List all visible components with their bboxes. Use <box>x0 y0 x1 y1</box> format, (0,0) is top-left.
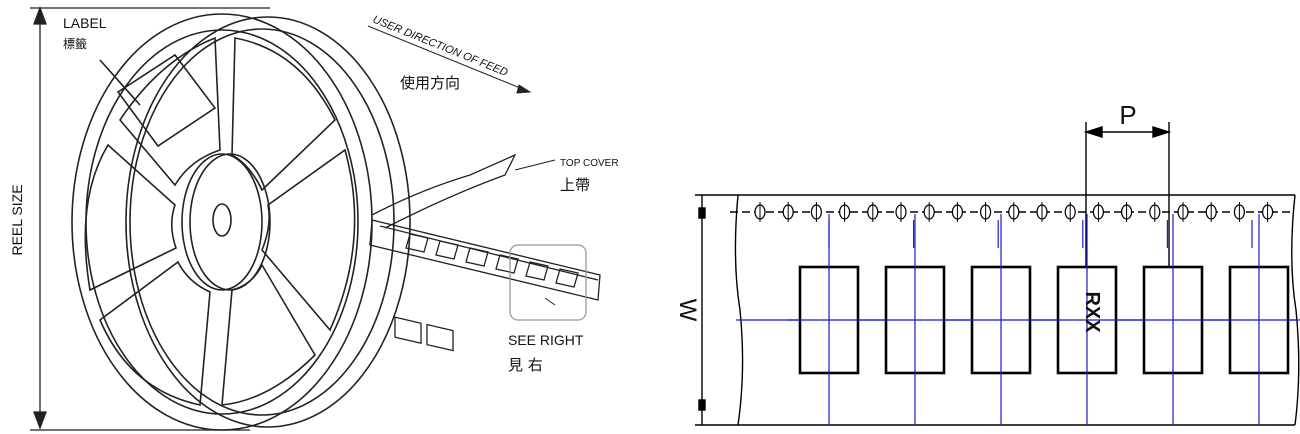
top-cover-text-zh: 上帶 <box>560 176 590 194</box>
reel-front-flange <box>71 13 373 431</box>
label-area <box>116 53 217 148</box>
tape-drawing: P W RXX <box>674 100 1300 426</box>
reel-back-flange <box>125 16 411 428</box>
reel-diagram: LABEL 標籤 USER DIRECTION OF FEED 使用方向 TOP… <box>9 6 619 431</box>
tape-break-right <box>1291 194 1300 426</box>
feed-direction-text-zh: 使用方向 <box>400 74 460 92</box>
feed-direction-text: USER DIRECTION OF FEED <box>371 14 510 79</box>
see-right-frame <box>509 244 587 321</box>
top-cover-film <box>371 153 517 229</box>
carrier-tape-strip <box>369 153 601 352</box>
label-text-zh: 標籤 <box>63 36 87 51</box>
tape-edges <box>738 194 1295 426</box>
part-marking: RXX <box>1081 291 1103 333</box>
carrier-tape-diagram: P W RXX <box>650 0 1300 434</box>
feed-direction-arrow <box>367 25 531 93</box>
pitch-label: P <box>1119 100 1136 130</box>
reel-size-text: REEL SIZE <box>9 184 25 255</box>
tape-break-left <box>734 194 744 426</box>
reel-drawing: LABEL 標籤 USER DIRECTION OF FEED 使用方向 TOP… <box>9 6 619 431</box>
label-text: LABEL <box>63 15 107 31</box>
see-right-text-zh: 見 右 <box>508 356 543 374</box>
top-cover-text: TOP COVER <box>560 158 619 169</box>
reel-hub <box>181 153 263 291</box>
see-right-text: SEE RIGHT <box>508 332 584 348</box>
width-label: W <box>674 299 701 322</box>
reel-spindle-hole <box>212 203 232 237</box>
